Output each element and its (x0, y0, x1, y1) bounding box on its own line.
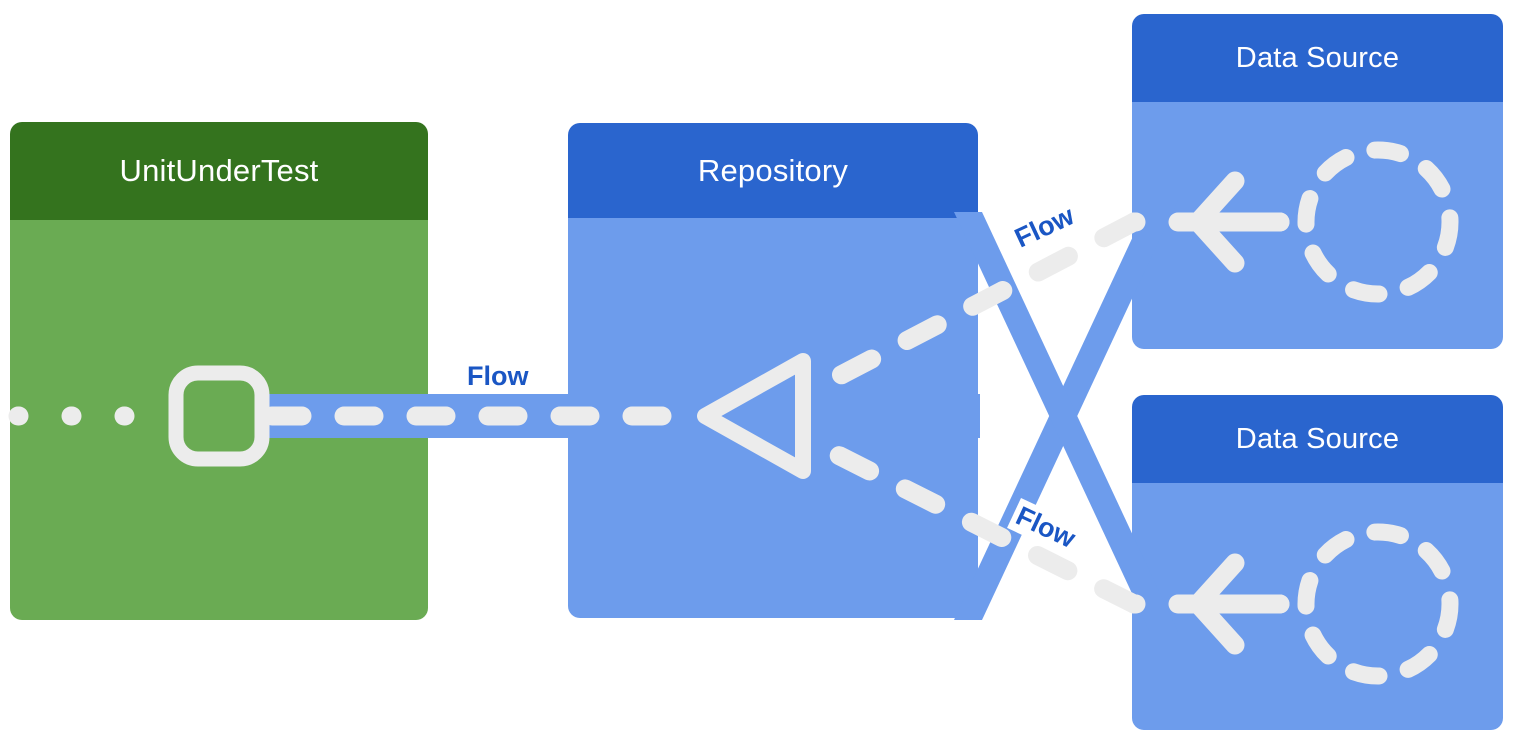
node-data-source-1-header: Data Source (1132, 14, 1503, 102)
node-data-source-1[interactable]: Data Source (1132, 14, 1503, 349)
node-unit-under-test-title: UnitUnderTest (119, 153, 319, 188)
node-unit-under-test[interactable]: UnitUnderTest (10, 122, 428, 620)
node-data-source-1-body (1132, 102, 1503, 349)
node-repository-body (568, 218, 978, 618)
edge-label-repo-to-uut: Flow (463, 360, 533, 393)
node-repository[interactable]: Repository (568, 123, 978, 618)
node-data-source-2-title: Data Source (1235, 422, 1400, 455)
node-data-source-2[interactable]: Data Source (1132, 395, 1503, 730)
edge-label-ds2-to-repo: Flow (1007, 498, 1084, 558)
node-data-source-2-body (1132, 483, 1503, 730)
node-unit-under-test-body (10, 220, 428, 620)
node-data-source-1-title: Data Source (1235, 41, 1400, 74)
edge-label-ds1-to-repo: Flow (1006, 197, 1083, 257)
node-data-source-2-header: Data Source (1132, 395, 1503, 483)
node-repository-header: Repository (568, 123, 978, 218)
node-repository-title: Repository (697, 152, 849, 188)
node-unit-under-test-header: UnitUnderTest (10, 122, 428, 220)
